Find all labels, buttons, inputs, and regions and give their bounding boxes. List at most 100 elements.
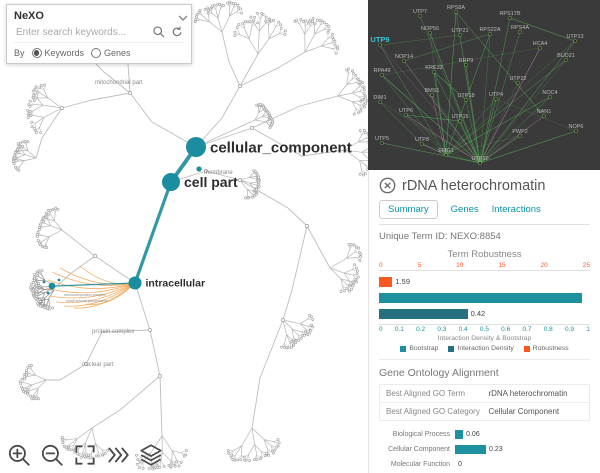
robustness-chart-title: Term Robustness [447,249,522,260]
gene-node-label[interactable]: EMG1 [438,148,454,154]
search-icon[interactable] [152,25,166,39]
radio-keywords-dot[interactable] [31,48,42,58]
gene-node[interactable] [454,10,458,14]
gene-node-label[interactable]: UTP4 [489,92,503,98]
gene-node-label[interactable]: UTP5 [375,136,389,142]
gene-node[interactable] [464,63,468,67]
term-node-label[interactable]: cell part [184,174,238,190]
gene-network-canvas[interactable]: UTP9 UTP7 RPS8A RPS17B NOP56 UTP21 RPS22A RPS4A… [368,0,600,170]
fit-to-screen-button[interactable] [72,442,98,468]
gene-node-label[interactable]: NOP56 [421,26,439,32]
term-node-label[interactable]: intracellular [146,278,206,290]
gene-node[interactable] [378,43,382,47]
gene-node[interactable] [432,70,436,74]
gene-node[interactable] [418,14,422,18]
tab-genes[interactable]: Genes [450,204,479,215]
gene-node[interactable] [464,98,468,102]
gene-node[interactable] [488,32,492,36]
zoom-out-button[interactable] [39,442,65,468]
gene-node-label[interactable]: KRE33 [425,65,442,71]
gene-node-label[interactable]: RPS8A [447,5,465,11]
gene-node-label[interactable]: NOP14 [395,54,413,60]
go-category-label: Best Aligned GO Category [386,407,480,417]
gene-node-label[interactable]: UTP21 [451,28,468,34]
term-node[interactable] [186,137,206,157]
reset-search-icon[interactable] [170,25,184,39]
gene-node[interactable] [402,59,406,63]
gene-node[interactable] [516,81,520,85]
gene-node[interactable] [538,46,542,50]
gene-node[interactable] [508,16,512,20]
gene-node[interactable] [518,134,522,138]
collapse-panel-icon[interactable] [178,14,188,22]
gene-node[interactable] [378,100,382,104]
radio-keywords[interactable]: Keywords [31,48,85,58]
gene-node[interactable] [478,161,482,165]
gene-node[interactable] [518,30,522,34]
gene-node-label[interactable]: DIM1 [373,95,386,101]
gene-node[interactable] [574,129,578,133]
term-node[interactable] [162,173,180,191]
gene-node-label[interactable]: RPA49 [373,68,390,74]
gene-node[interactable] [458,119,462,123]
gene-node-label[interactable]: NOC4 [542,90,557,96]
gene-node-label[interactable]: RRP9 [459,58,474,64]
search-input[interactable] [14,25,148,39]
layers-button[interactable] [138,442,164,468]
gene-node-label[interactable]: RPS4A [511,25,529,31]
term-minor-label[interactable]: membrane [204,170,233,176]
radio-keywords-label: Keywords [44,48,85,58]
gene-node[interactable] [404,113,408,117]
gene-node-label[interactable]: HCA4 [533,41,548,47]
gene-node-label[interactable]: UTP6 [399,108,413,114]
gene-node-label[interactable]: BMS1 [425,88,440,94]
gene-node[interactable] [458,33,462,37]
gene-node[interactable] [380,141,384,145]
tab-summary[interactable]: Summary [379,200,438,219]
gene-node-label[interactable]: RPS22A [479,27,500,33]
gene-node[interactable] [548,95,552,99]
radio-genes[interactable]: Genes [91,48,131,58]
gene-node[interactable] [564,58,568,62]
gene-node-label[interactable]: UTP7 [413,9,427,15]
gene-node-label[interactable]: NOP6 [569,124,584,130]
tab-interactions[interactable]: Interactions [491,204,541,215]
term-minor-label[interactable]: mitochondrial part [95,80,143,86]
term-minor-label[interactable]: small subunit processome [66,299,108,303]
term-minor-label[interactable]: protein complex [92,329,134,335]
radio-genes-dot[interactable] [91,48,102,58]
gene-node[interactable] [494,97,498,101]
go-score-bar [455,430,464,440]
term-node-label[interactable]: cellular_component [210,139,352,156]
zoom-in-button[interactable] [6,442,32,468]
expand-tree-button[interactable] [105,442,131,468]
gene-node[interactable] [380,73,384,77]
gene-node-label[interactable]: BUD21 [557,53,575,59]
gene-node[interactable] [430,93,434,97]
gene-node[interactable] [542,114,546,118]
gene-node-label[interactable]: UTP22 [509,76,526,82]
gene-node[interactable] [573,39,577,43]
gene-node[interactable] [444,153,448,157]
gene-node-label[interactable]: UTP8 [415,137,429,143]
gene-node[interactable] [420,142,424,146]
term-minor-label[interactable]: ribonucleoprotein complex [64,293,106,297]
app-title: NeXO [14,10,44,22]
term-minor-label[interactable]: nuclear part [82,362,114,368]
gene-node-label-highlighted[interactable]: UTP9 [370,35,389,44]
close-icon[interactable] [379,177,396,194]
gene-node-label[interactable]: UTP10 [471,156,488,162]
gene-node-label[interactable]: UTP13 [566,34,583,40]
gene-node-label[interactable]: RPS17B [499,11,520,17]
gene-node-label[interactable]: PWP2 [512,129,528,135]
gene-node-label[interactable]: UTP15 [451,114,468,120]
gene-node[interactable] [428,31,432,35]
gene-node-label[interactable]: UTP18 [457,93,474,99]
term-node[interactable] [128,276,142,290]
gene-node-label[interactable]: NAN1 [537,109,552,115]
legend-item: Interaction Density [448,345,514,352]
